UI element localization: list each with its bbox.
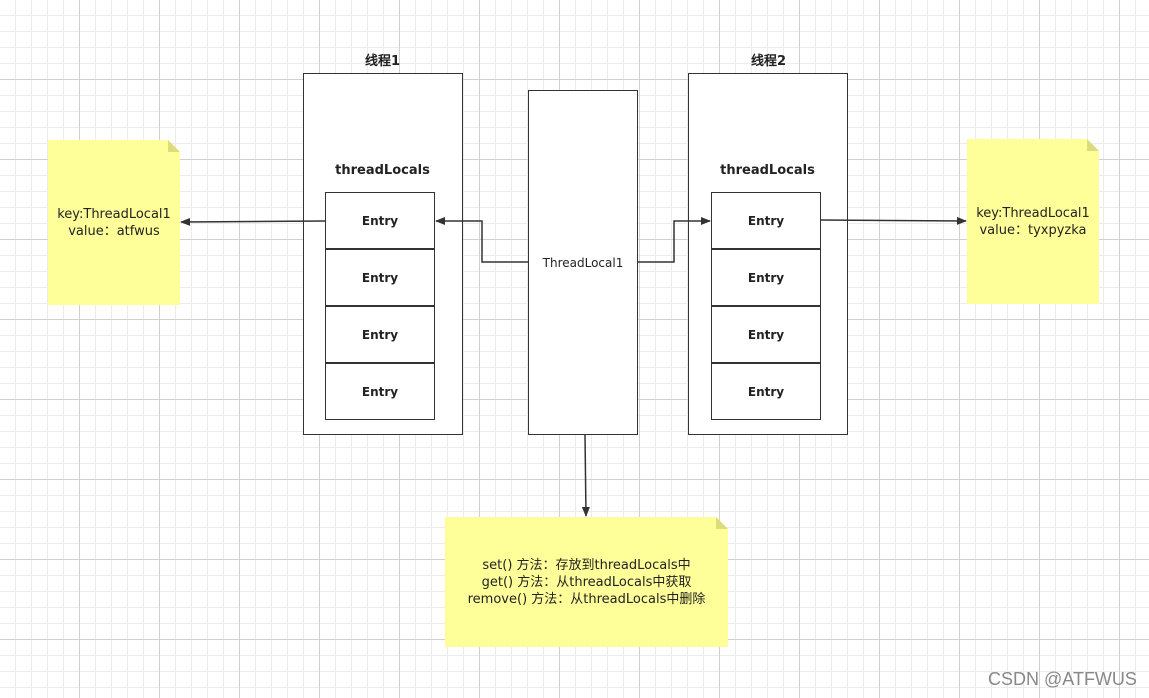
note-right-fold	[1087, 139, 1099, 151]
note-right-line-1: key:ThreadLocal1	[976, 205, 1090, 221]
thread1-entry-4: Entry	[325, 363, 435, 420]
note-left: key:ThreadLocal1 value：atfwus	[48, 140, 180, 305]
watermark: CSDN @ATFWUS	[988, 669, 1137, 689]
threadlocal-label: ThreadLocal1	[542, 255, 624, 270]
note-bottom-line-1: set() 方法：存放到threadLocals中	[482, 557, 691, 573]
thread1-entry-1: Entry	[325, 192, 435, 249]
thread2-entry-1: Entry	[711, 192, 821, 249]
note-bottom-line-2: get() 方法：从threadLocals中获取	[481, 574, 692, 590]
note-left-line-2: value：atfwus	[68, 223, 160, 239]
thread1-entry-2: Entry	[325, 249, 435, 306]
note-right-line-2: value：tyxpyzka	[979, 222, 1087, 238]
thread2-entry-3: Entry	[711, 306, 821, 363]
thread1-threadlocals-label: threadLocals	[335, 163, 430, 178]
thread2-threadlocals-label: threadLocals	[720, 163, 815, 178]
thread1-entry-3: Entry	[325, 306, 435, 363]
note-bottom-line-3: remove() 方法：从threadLocals中删除	[467, 591, 706, 607]
thread2-title: 线程2	[750, 54, 787, 69]
threadlocal-box: ThreadLocal1	[528, 90, 638, 435]
thread1-title: 线程1	[364, 54, 401, 69]
thread2-entry-4: Entry	[711, 363, 821, 420]
note-left-fold	[168, 140, 180, 152]
note-bottom: set() 方法：存放到threadLocals中 get() 方法：从thre…	[445, 517, 728, 647]
note-left-line-1: key:ThreadLocal1	[57, 206, 171, 222]
thread2-entry-2: Entry	[711, 249, 821, 306]
note-bottom-fold	[716, 517, 728, 529]
note-right: key:ThreadLocal1 value：tyxpyzka	[967, 139, 1099, 304]
arrow-threadlocal-to-note-bottom	[581, 434, 590, 517]
